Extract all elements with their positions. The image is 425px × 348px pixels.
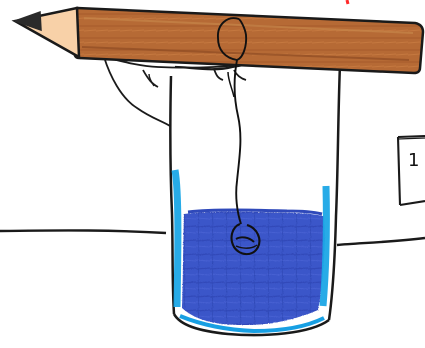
- red-mark: [347, 0, 348, 4]
- solution-icon: [175, 170, 326, 331]
- box-label: 1: [408, 150, 419, 171]
- box-icon: 1: [398, 136, 425, 205]
